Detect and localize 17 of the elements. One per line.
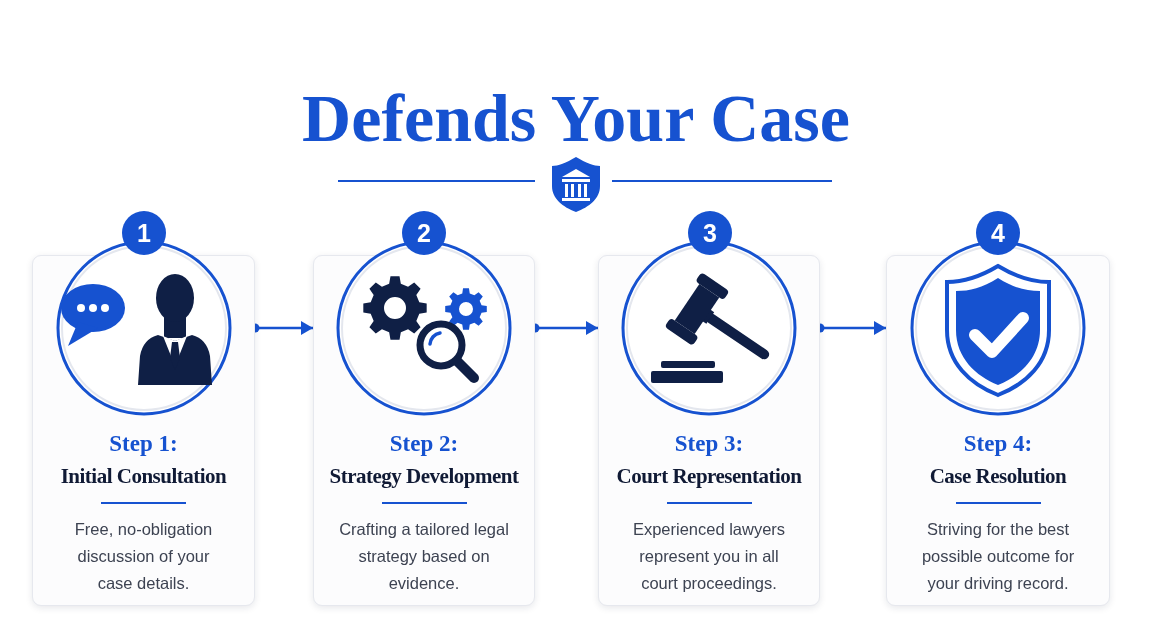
step-description: Striving for the best possible outcome for your driving record. xyxy=(920,519,1076,594)
step-number-badge: 4 xyxy=(976,211,1020,255)
step-label: Step 3: xyxy=(674,430,744,458)
step-label: Step 1: xyxy=(109,430,178,458)
step-label: Step 2: xyxy=(389,430,459,458)
step-description: Crafting a tailored legal strategy based on evidence. xyxy=(338,519,510,594)
step-number-badge: 3 xyxy=(688,211,732,255)
step-title: Initial Consultation xyxy=(60,463,227,490)
step-title: Case Resolution xyxy=(929,463,1067,490)
step-title: Court Representation xyxy=(616,463,802,490)
step-title: Strategy Development xyxy=(329,463,519,490)
step-description: Experienced lawyers represent you in all court proceedings. xyxy=(631,519,787,594)
step-description: Free, no-obligation discussion of your case details. xyxy=(73,519,214,594)
diagram-title: Defends Your Case xyxy=(302,80,850,156)
step-number-badge: 2 xyxy=(402,211,446,255)
step-label: Step 4: xyxy=(963,430,1033,458)
step-number-badge: 1 xyxy=(122,211,166,255)
